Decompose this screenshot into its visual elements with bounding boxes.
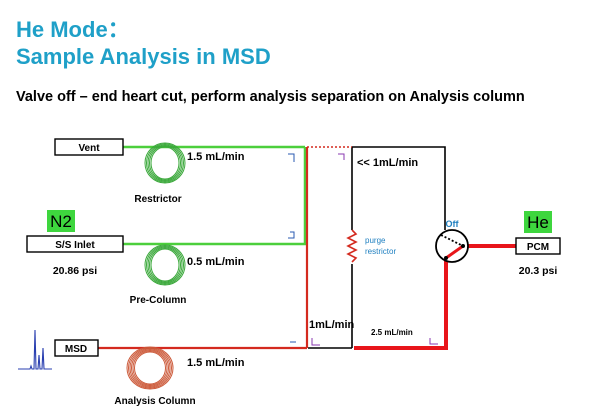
purge-restrictor-label-1: purge — [365, 236, 386, 245]
chromatogram-peaks-icon — [18, 329, 52, 370]
he-label: He — [527, 213, 549, 232]
precolumn-label: Pre-Column — [130, 295, 187, 306]
he-badge: He — [524, 211, 552, 233]
precolumn-flow: 0.5 mL/min — [187, 256, 245, 268]
purge-top-flow: << 1mL/min — [357, 157, 418, 169]
red-flow-lines — [98, 147, 309, 350]
purge-bottom-flow: 1mL/min — [309, 319, 355, 331]
purge-restrictor-label-2: restrictor — [365, 247, 396, 256]
pcm-to-msd-flow: 2.5 mL/min — [371, 328, 413, 337]
inlet-box: S/S Inlet — [26, 235, 124, 253]
restrictor-flow: 1.5 mL/min — [187, 151, 245, 163]
purge-restrictor-resistor-icon — [345, 229, 359, 264]
valve-state-label: Off — [446, 219, 460, 229]
title-line-1: He Mode： — [16, 17, 130, 42]
inlet-pressure: 20.86 psi — [53, 265, 97, 277]
analysis-column-label: Analysis Column — [114, 396, 195, 407]
msd-box: MSD — [54, 339, 99, 357]
pcm-box: PCM — [515, 237, 561, 255]
analysis-column-flow: 1.5 mL/min — [187, 357, 245, 369]
valve-icon — [435, 229, 469, 263]
inlet-label: S/S Inlet — [55, 240, 95, 251]
n2-label: N2 — [50, 212, 72, 231]
vent-box: Vent — [54, 138, 124, 156]
restrictor-label: Restrictor — [134, 194, 181, 205]
valve-top-line — [352, 146, 446, 230]
inlet-line — [123, 147, 307, 246]
flow-direction-markers — [288, 153, 438, 346]
n2-badge: N2 — [47, 210, 75, 232]
precolumn-coil-icon — [144, 244, 186, 286]
pcm-pressure: 20.3 psi — [519, 265, 558, 277]
title-line-2: Sample Analysis in MSD — [16, 44, 271, 69]
analysis-column-coil-icon — [126, 346, 174, 390]
subtitle: Valve off – end heart cut, perform analy… — [16, 89, 525, 105]
msd-label: MSD — [65, 344, 87, 355]
vent-label: Vent — [78, 143, 100, 154]
pcm-label: PCM — [527, 242, 549, 253]
restrictor-coil-icon — [144, 142, 186, 184]
pcm-flow-path — [354, 244, 516, 350]
